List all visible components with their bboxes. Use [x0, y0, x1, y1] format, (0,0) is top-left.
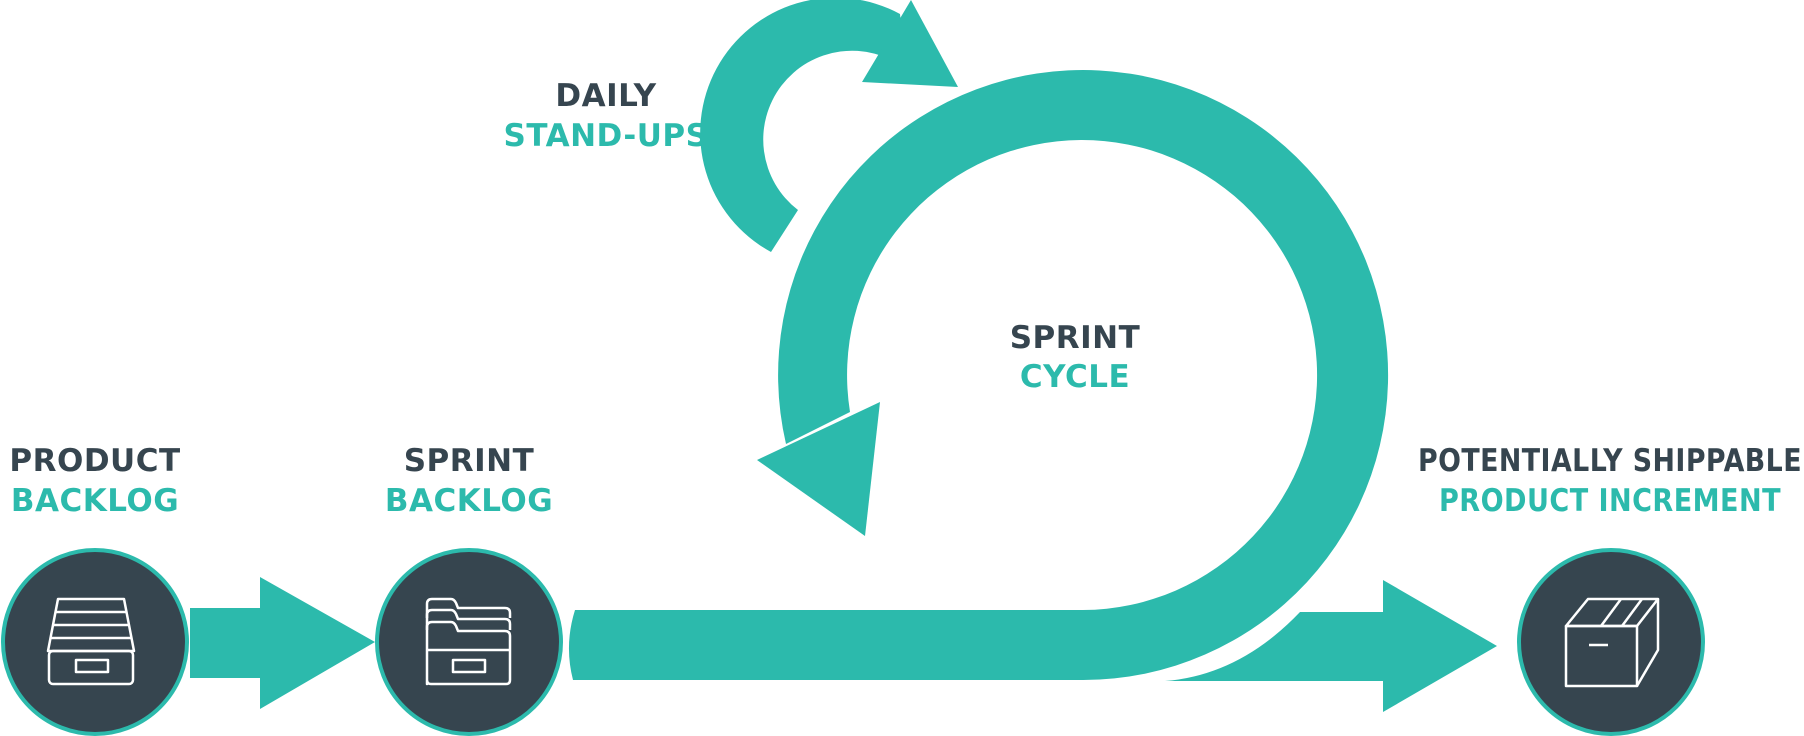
daily-standup-arrow	[700, 0, 958, 252]
sprint-backlog-node	[375, 548, 563, 736]
increment-label-line2: PRODUCT INCREMENT	[1439, 483, 1781, 519]
arrow-shaft-1	[190, 577, 375, 709]
product-backlog-label: PRODUCT BACKLOG	[9, 443, 180, 519]
arrow-shaft-2	[1165, 580, 1497, 712]
increment-label: POTENTIALLY SHIPPABLE PRODUCT INCREMENT	[1418, 443, 1802, 519]
increment-circle	[1517, 548, 1705, 736]
daily-standups-label: DAILY STAND-UPS	[504, 78, 709, 154]
increment-node	[1517, 548, 1705, 736]
daily-standup-arrowhead	[862, 0, 958, 87]
sprint-backlog-label-line1: SPRINT	[404, 443, 535, 479]
sprint-backlog-label-line2: BACKLOG	[385, 483, 553, 519]
increment-label-line1: POTENTIALLY SHIPPABLE	[1418, 443, 1802, 479]
sprint-cycle-label-line2: CYCLE	[1020, 359, 1130, 395]
arrow-product-to-sprint-backlog	[190, 577, 375, 709]
sprint-cycle-arrowhead	[757, 402, 880, 536]
product-backlog-label-line1: PRODUCT	[9, 443, 180, 479]
product-backlog-node	[1, 548, 189, 736]
daily-label-line1: DAILY	[555, 78, 656, 114]
arrow-to-increment	[1165, 580, 1497, 712]
sprint-cycle-label-line1: SPRINT	[1010, 320, 1141, 356]
sprint-backlog-circle	[375, 548, 563, 736]
product-backlog-circle	[1, 548, 189, 736]
file-folders-icon	[425, 597, 512, 686]
daily-standup-arc	[700, 0, 906, 252]
product-backlog-label-line2: BACKLOG	[11, 483, 179, 519]
archive-drawer-icon	[46, 597, 136, 686]
sprint-cycle-loop	[568, 70, 1389, 681]
package-box-icon	[1564, 597, 1660, 688]
daily-label-line2: STAND-UPS	[504, 118, 709, 154]
sprint-cycle-arrow	[568, 70, 1389, 681]
sprint-backlog-label: SPRINT BACKLOG	[385, 443, 553, 519]
sprint-cycle-label: SPRINT CYCLE	[1010, 320, 1141, 395]
